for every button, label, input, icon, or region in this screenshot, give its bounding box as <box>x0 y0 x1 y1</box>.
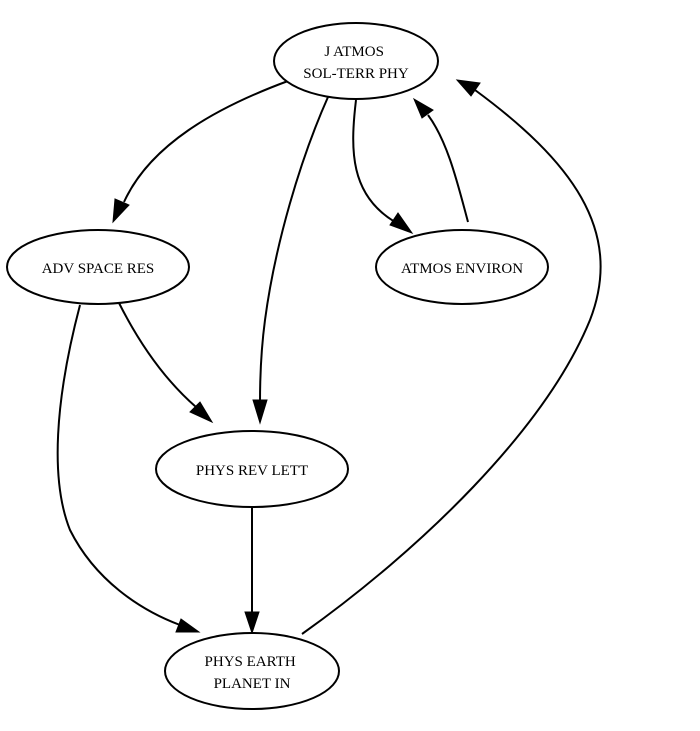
node-jatmos-shape <box>273 22 439 100</box>
node-advspace: ADV SPACE RES <box>6 229 190 305</box>
arrowhead-jatmos-from-physearth <box>455 79 481 97</box>
arrowhead-physrev-from-jatmos <box>252 399 268 425</box>
arrowhead-advspace <box>112 198 130 224</box>
arrowhead-atmosenv <box>389 212 414 235</box>
edge-jatmos-to-physrev <box>259 96 329 403</box>
node-jatmos-label: J ATMOS SOL-TERR PHY <box>303 44 409 82</box>
edge-advspace-to-physrev <box>117 300 197 408</box>
edge-atmosenv-to-jatmos <box>427 114 469 223</box>
edge-advspace-to-physearth <box>56 304 181 626</box>
edge-jatmos-to-atmosenv <box>352 99 396 223</box>
node-physearth-label: PHYS EARTH PLANET IN <box>205 654 300 692</box>
node-physrev-label: PHYS REV LETT <box>196 463 308 479</box>
node-jatmos-label-line2: SOL-TERR PHY <box>303 66 409 82</box>
node-physrev: PHYS REV LETT <box>155 430 349 508</box>
node-advspace-label-line1: ADV SPACE RES <box>42 261 155 277</box>
arrowhead-jatmos-from-atmosenv <box>412 97 434 119</box>
edge-jatmos-to-advspace <box>123 80 289 203</box>
node-advspace-shape <box>6 229 190 305</box>
arrowhead-physearth-from-physrev <box>244 611 260 635</box>
node-physearth-label-line1: PHYS EARTH <box>205 654 296 670</box>
node-atmosenv-shape <box>375 229 549 305</box>
arrowhead-physearth-from-advspace <box>175 618 201 633</box>
node-physrev-label-line1: PHYS REV LETT <box>196 463 308 479</box>
node-advspace-label: ADV SPACE RES <box>42 261 155 277</box>
edges <box>56 79 602 635</box>
node-atmosenv: ATMOS ENVIRON <box>375 229 549 305</box>
node-jatmos: J ATMOS SOL-TERR PHY <box>273 22 439 100</box>
node-atmosenv-label-line1: ATMOS ENVIRON <box>401 261 523 277</box>
node-physearth: PHYS EARTH PLANET IN <box>164 632 340 710</box>
edge-physearth-to-jatmos <box>301 89 602 635</box>
node-atmosenv-label: ATMOS ENVIRON <box>401 261 523 277</box>
node-jatmos-label-line1: J ATMOS <box>324 44 384 60</box>
node-physearth-shape <box>164 632 340 710</box>
node-physearth-label-line2: PLANET IN <box>214 676 291 692</box>
node-physrev-shape <box>155 430 349 508</box>
arrowhead-physrev-from-advspace <box>189 401 214 424</box>
